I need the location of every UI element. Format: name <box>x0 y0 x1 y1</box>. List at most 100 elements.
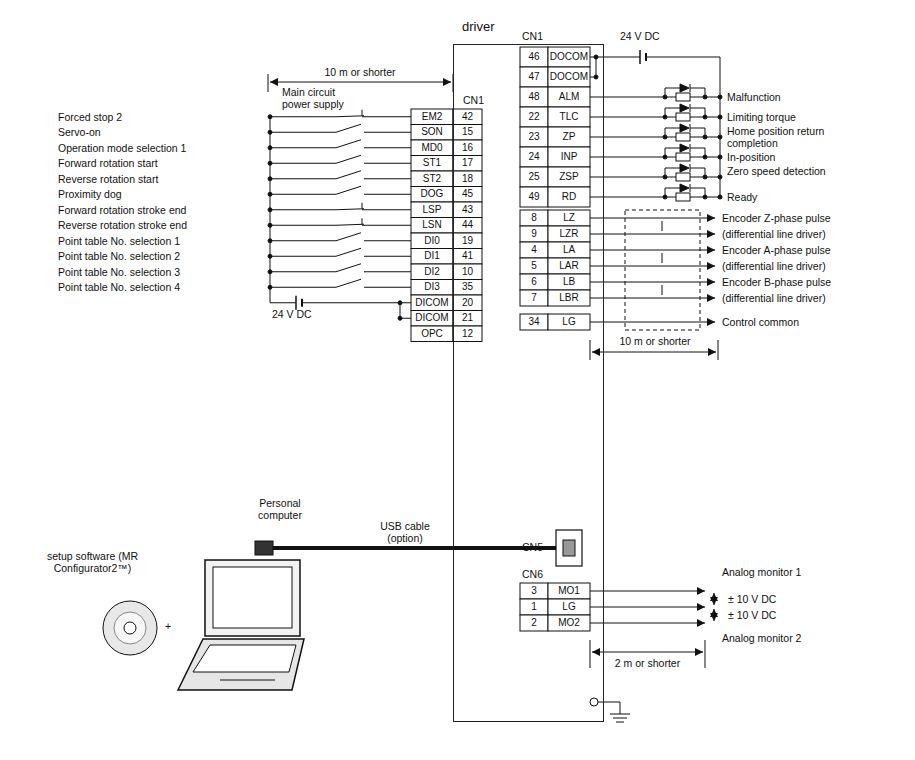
signal-name: MO2 <box>548 617 590 629</box>
table-cell <box>411 140 453 156</box>
signal-label: Forward rotation stroke end <box>58 204 258 216</box>
pin-number: 16 <box>453 142 482 154</box>
signal-name: LZ <box>548 212 590 224</box>
table-cell <box>453 233 482 249</box>
pin-number: 42 <box>453 111 482 123</box>
dimension-label: 10 m or shorter <box>600 335 710 347</box>
pc-illustration-part <box>556 530 582 566</box>
cd-illustration-part <box>124 622 136 634</box>
junction-dot <box>663 95 667 99</box>
pin-number: 45 <box>453 188 482 200</box>
wire-line <box>665 168 680 169</box>
signal-name: ST2 <box>411 173 453 185</box>
voltage-label: ± 10 V DC <box>728 609 808 621</box>
switch-contact <box>336 224 364 225</box>
diode-symbol <box>680 84 689 92</box>
pin-number: 12 <box>453 328 482 340</box>
table-cell <box>520 615 548 631</box>
junction-dot <box>703 175 707 179</box>
junction-dot <box>718 95 722 99</box>
table-cell <box>411 295 453 311</box>
relay-coil <box>676 173 690 181</box>
relay-coil <box>676 193 690 201</box>
signal-arrow <box>590 266 715 267</box>
plus-sign: + <box>165 620 177 632</box>
signal-name: DI1 <box>411 250 453 262</box>
junction-dot <box>718 155 722 159</box>
wire-line <box>364 271 411 272</box>
table-cell <box>453 295 482 311</box>
voltage-label: 24 V DC <box>272 308 332 320</box>
signal-name: DI0 <box>411 235 453 247</box>
wire-line <box>665 108 680 109</box>
table-cell <box>548 127 590 147</box>
device-title: driver <box>462 19 495 34</box>
wire-line <box>690 168 705 169</box>
wire-line <box>364 147 411 148</box>
table-cell <box>520 210 548 226</box>
table-cell <box>520 167 548 187</box>
junction-dot <box>718 135 722 139</box>
signal-label: Point table No. selection 1 <box>58 235 258 247</box>
signal-name: LB <box>548 276 590 288</box>
table-cell <box>520 258 548 274</box>
pin-number: 15 <box>453 126 482 138</box>
table-cell <box>411 264 453 280</box>
pin-number: 44 <box>453 219 482 231</box>
table-cell <box>453 187 482 203</box>
table-cell <box>411 249 453 265</box>
switch-contact <box>336 155 361 163</box>
signal-label: Control common <box>722 316 897 328</box>
signal-name: SON <box>411 126 453 138</box>
ground-symbol-part <box>590 698 598 706</box>
signal-arrow <box>590 607 705 608</box>
signal-name: ZSP <box>548 171 590 183</box>
dimension-label: 10 m or shorter <box>300 66 420 78</box>
table-cell <box>411 311 453 327</box>
table-cell <box>520 107 548 127</box>
signal-arrow <box>590 282 715 283</box>
pin-number: 35 <box>453 281 482 293</box>
switch-contact <box>336 248 361 256</box>
signal-label: Zero speed detection <box>727 165 827 177</box>
junction-dot <box>703 155 707 159</box>
signal-label: Analog monitor 1 <box>722 566 842 578</box>
table-cell <box>411 109 453 125</box>
connector-label: CN1 <box>463 94 493 106</box>
table-cell <box>548 107 590 127</box>
wire-line <box>270 147 336 148</box>
wire-line <box>690 148 705 149</box>
pc-illustration-part <box>178 639 304 690</box>
wire-line <box>364 240 411 241</box>
table-cell <box>548 599 590 615</box>
signal-name: DOG <box>411 188 453 200</box>
signal-label: (differential line driver) <box>722 260 897 272</box>
dimension-lines-part <box>718 340 719 360</box>
signal-label: Encoder Z-phase pulse <box>722 212 897 224</box>
table-cell <box>520 187 548 207</box>
diode-symbol <box>680 104 689 112</box>
dimension-lines-part <box>592 352 716 353</box>
pc-illustration-part <box>193 645 296 672</box>
wire-line <box>362 209 411 210</box>
signal-name: OPC <box>411 328 453 340</box>
table-cell <box>453 109 482 125</box>
signal-name: DICOM <box>411 297 453 309</box>
pin-number: 24 <box>520 151 548 163</box>
pin-number: 18 <box>453 173 482 185</box>
junction-dot <box>398 316 402 320</box>
wire-line <box>270 302 296 303</box>
pin-number: 49 <box>520 191 548 203</box>
dimension-label: 2 m or shorter <box>590 657 705 669</box>
table-cell <box>453 218 482 234</box>
signal-name: LSP <box>411 204 453 216</box>
voltage-arrow <box>714 593 715 605</box>
device-label: Personal computer <box>245 497 315 521</box>
pc-illustration-part <box>273 546 556 550</box>
table-cell <box>548 210 590 226</box>
pin-number: 7 <box>520 292 548 304</box>
table-cell <box>520 47 548 67</box>
signal-name: DOCOM <box>548 51 590 63</box>
dimension-lines-part <box>590 640 591 668</box>
driver-box: driver <box>453 44 604 722</box>
